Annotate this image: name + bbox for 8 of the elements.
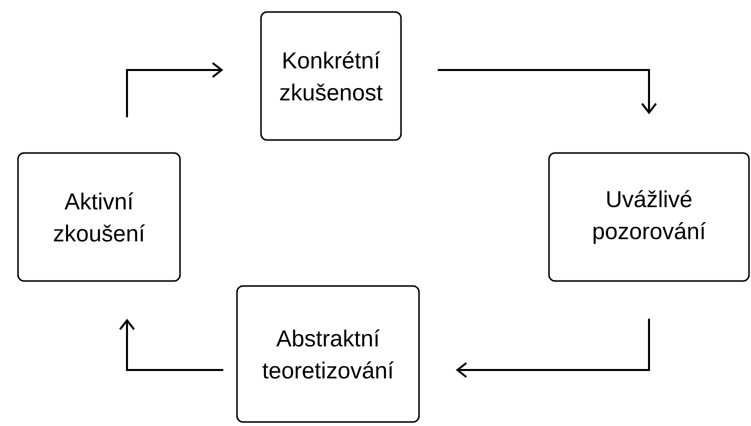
arrow — [456, 318, 650, 378]
arrow — [126, 62, 224, 118]
process-box: Abstraktní teoretizování — [236, 285, 420, 423]
process-box: Konkrétní zkušenost — [260, 11, 402, 141]
process-box: Uvážlivé pozorování — [548, 152, 750, 282]
arrow — [438, 69, 657, 114]
arrow — [119, 318, 224, 371]
process-box: Aktivní zkoušení — [17, 152, 181, 282]
